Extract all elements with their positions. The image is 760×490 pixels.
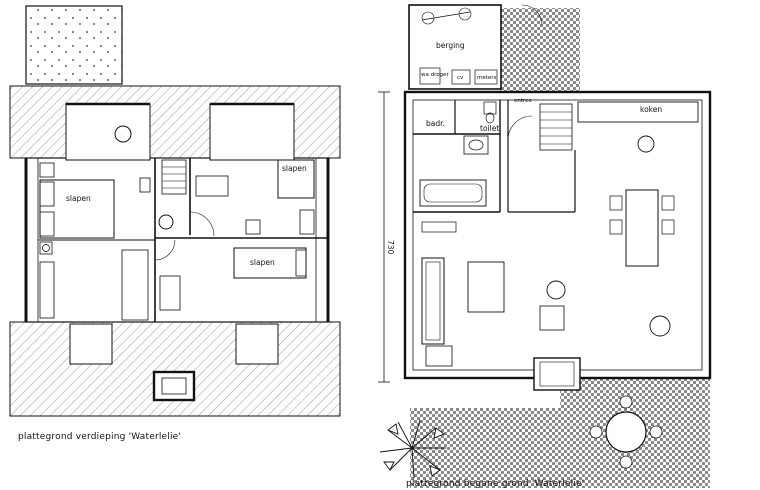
dimension-label: 730 bbox=[386, 240, 395, 255]
garden-plant bbox=[379, 419, 446, 479]
bay-window bbox=[533, 357, 581, 391]
upper-floor-plan bbox=[9, 5, 341, 417]
ground-stairs bbox=[539, 103, 573, 151]
terrace-top bbox=[500, 8, 580, 94]
bathtub bbox=[419, 179, 487, 207]
kitchen-counter bbox=[577, 101, 699, 123]
coffee-table bbox=[467, 261, 505, 313]
upper-stairs bbox=[161, 159, 187, 195]
upper-floor-caption: plattegrond verdieping 'Waterlelie' bbox=[18, 432, 181, 442]
balcony bbox=[25, 5, 123, 85]
window-right bbox=[235, 323, 279, 365]
window-left bbox=[69, 323, 113, 365]
upper-bedroom-right-label: slapen bbox=[282, 164, 307, 173]
roof-bottom-band bbox=[9, 321, 341, 417]
bed-right bbox=[277, 159, 315, 199]
washer-dryer-label: wa droger bbox=[421, 72, 449, 78]
toilet-label: toilet bbox=[480, 124, 499, 133]
upper-bedroom-bottom-label: slapen bbox=[250, 258, 275, 267]
wardrobe bbox=[121, 249, 149, 321]
upper-bedroom-left-label: slapen bbox=[66, 194, 91, 203]
garden-table bbox=[605, 411, 647, 453]
dormer-left bbox=[65, 103, 151, 161]
heating-label: cv bbox=[457, 75, 464, 81]
dormer-right bbox=[209, 103, 295, 161]
entrance-label: entree bbox=[514, 98, 533, 104]
storage-shed bbox=[408, 4, 502, 90]
meters-label: meters bbox=[477, 75, 497, 81]
ground-floor-plan bbox=[378, 4, 712, 488]
bed-left bbox=[39, 179, 115, 239]
kitchen-label: koken bbox=[640, 105, 662, 114]
ground-floor-caption: plattegrond begane grond 'Waterlelie' bbox=[406, 479, 584, 489]
dining-table bbox=[625, 189, 659, 267]
storage-label: berging bbox=[436, 41, 465, 50]
sofa bbox=[421, 257, 445, 345]
bathroom-label: badr. bbox=[426, 119, 445, 128]
